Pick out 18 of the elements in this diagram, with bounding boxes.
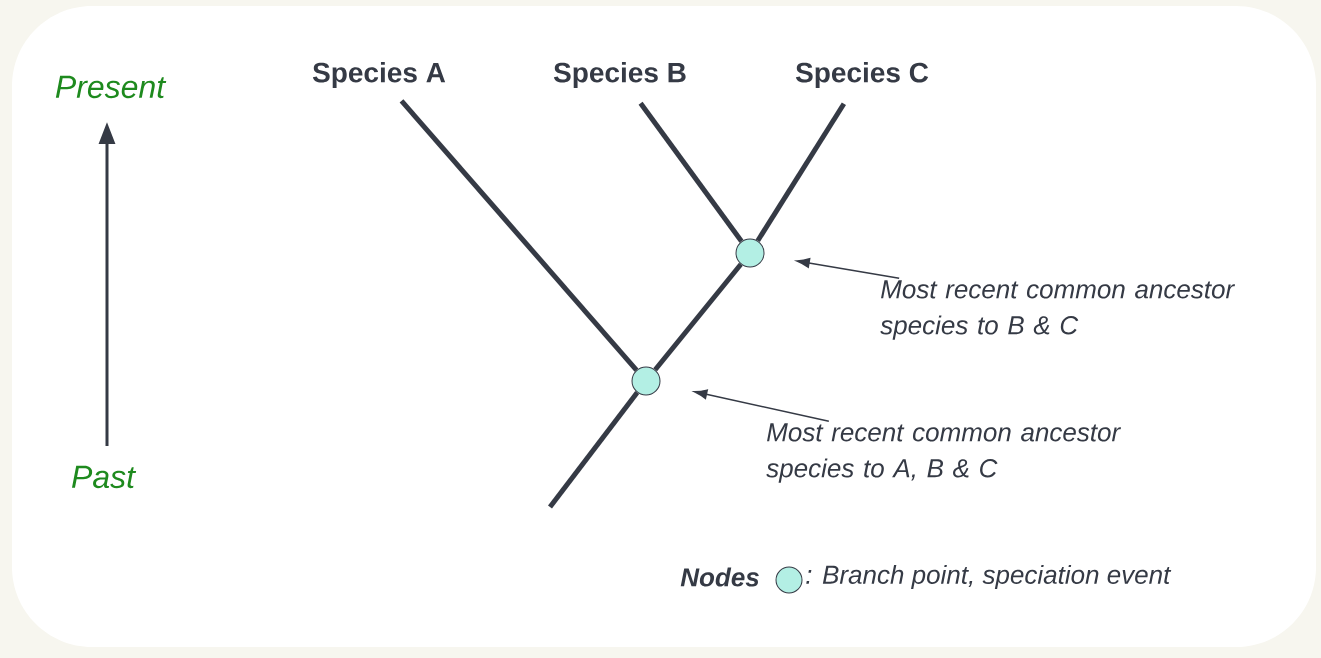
species-label: Species B (553, 61, 686, 89)
legend-key: Nodes (680, 567, 759, 587)
leader-line (693, 389, 830, 422)
annotation-text: Most recent common ancestor species to B & C (880, 280, 1236, 340)
legend-text: : Branch point, speciation event (806, 564, 1172, 590)
branch-line (638, 101, 744, 243)
branch-line (653, 262, 743, 372)
branch-line (548, 391, 640, 509)
species-label: Species C (795, 61, 929, 89)
branch-line (399, 99, 639, 372)
branch-node (631, 366, 661, 396)
branch-node (735, 238, 765, 268)
annotation-text: Most recent common ancestor species to A, B & C (766, 423, 1122, 483)
axis-label: Past (71, 465, 137, 489)
axis-label: Present (55, 75, 167, 99)
branch-line (755, 102, 847, 243)
species-label: Species A (312, 61, 446, 89)
leader-line (796, 258, 900, 279)
